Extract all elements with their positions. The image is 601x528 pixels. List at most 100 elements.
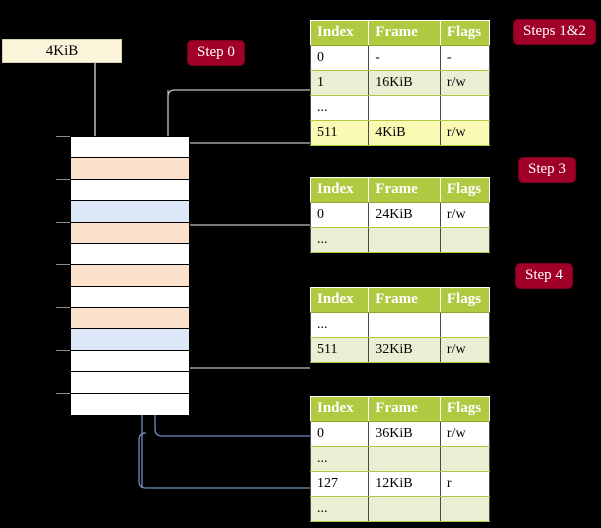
cell-index: 511: [309, 337, 370, 363]
frame-tick-mark: [56, 307, 70, 308]
memory-frame-cell: [71, 201, 189, 223]
badge-step-0: Step 0: [188, 41, 244, 65]
cell-index: ...: [309, 312, 370, 338]
column-header-flags: Flags: [439, 20, 491, 46]
cell-index: ...: [309, 446, 370, 472]
column-header-index: Index: [309, 20, 370, 46]
cell-flags: [439, 496, 491, 522]
column-header-index: Index: [309, 177, 370, 203]
cell-flags: r/w: [439, 421, 491, 447]
cell-flags: [439, 446, 491, 472]
wire-table1-511-out: [174, 142, 310, 145]
memory-frame-cell: [71, 393, 189, 415]
table-row: 0--: [309, 45, 491, 71]
cell-frame: [368, 95, 441, 121]
memory-frame-cell: [71, 286, 189, 309]
memory-frame-cell: [71, 372, 189, 394]
memory-frame-cell: [71, 222, 189, 244]
memory-frame-cell: [71, 179, 189, 202]
badge-step-3: Step 3: [519, 158, 575, 182]
cell-flags: [439, 312, 491, 338]
badge-step-4-label: Step 4: [525, 267, 563, 283]
cell-index: 127: [309, 471, 370, 497]
column-header-frame: Frame: [368, 20, 441, 46]
cell-flags: r: [439, 471, 491, 497]
frame-tick-mark: [56, 222, 70, 223]
cell-frame: 12KiB: [368, 471, 441, 497]
table-row: ...: [309, 312, 491, 338]
table-row: ...: [309, 446, 491, 472]
wire-table4-row127-elbow: [138, 432, 310, 489]
table-row: ...: [309, 95, 491, 121]
cell-frame: 16KiB: [368, 70, 441, 96]
memory-frame-column: [70, 136, 190, 415]
memory-frame-cell: [71, 329, 189, 351]
cell-index: 1: [309, 70, 370, 96]
cell-index: 0: [309, 202, 370, 228]
column-header-frame: Frame: [368, 396, 441, 422]
table-row: ...: [309, 496, 491, 522]
cell-frame: [368, 496, 441, 522]
badge-step-0-label: Step 0: [197, 44, 235, 60]
frame-tick-mark: [56, 136, 70, 137]
cell-index: ...: [309, 496, 370, 522]
memory-frame-cell: [71, 350, 189, 373]
column-header-index: Index: [309, 287, 370, 313]
cell-flags: [439, 227, 491, 253]
memory-frame-cell: [71, 265, 189, 287]
cell-flags: [439, 95, 491, 121]
frame-tick-mark: [56, 179, 70, 180]
cell-index: 0: [309, 45, 370, 71]
page-box-label: 4KiB: [45, 42, 79, 59]
cell-flags: r/w: [439, 70, 491, 96]
frame-tick-mark: [56, 350, 70, 351]
cell-index: ...: [309, 227, 370, 253]
badge-step-3-label: Step 3: [528, 161, 566, 177]
badge-step-4: Step 4: [516, 264, 572, 288]
cell-index: ...: [309, 95, 370, 121]
cell-frame: [368, 312, 441, 338]
cell-frame: [368, 446, 441, 472]
memory-frame-cell: [71, 137, 189, 159]
column-header-frame: Frame: [368, 287, 441, 313]
column-header-frame: Frame: [368, 177, 441, 203]
badge-steps-1-2-label: Steps 1&2: [523, 23, 586, 39]
memory-frame-cell: [71, 158, 189, 180]
wire-table3-511-to-frame8: [173, 318, 310, 369]
column-header-flags: Flags: [439, 177, 491, 203]
memory-frame-cell: [71, 243, 189, 266]
cell-index: 511: [309, 120, 370, 146]
cell-flags: r/w: [439, 337, 491, 363]
table-row: ...: [309, 227, 491, 253]
cell-frame: -: [368, 45, 441, 71]
cell-frame: 36KiB: [368, 421, 441, 447]
column-header-flags: Flags: [439, 396, 491, 422]
cell-frame: 24KiB: [368, 202, 441, 228]
column-header-flags: Flags: [439, 287, 491, 313]
cell-frame: 32KiB: [368, 337, 441, 363]
frame-tick-mark: [56, 264, 70, 265]
frame-tick-mark: [56, 393, 70, 394]
page-box-4kib: 4KiB: [2, 39, 122, 63]
wire-table2-row0-to-frame6: [180, 224, 310, 260]
cell-index: 0: [309, 421, 370, 447]
cell-flags: r/w: [439, 202, 491, 228]
cell-frame: [368, 227, 441, 253]
